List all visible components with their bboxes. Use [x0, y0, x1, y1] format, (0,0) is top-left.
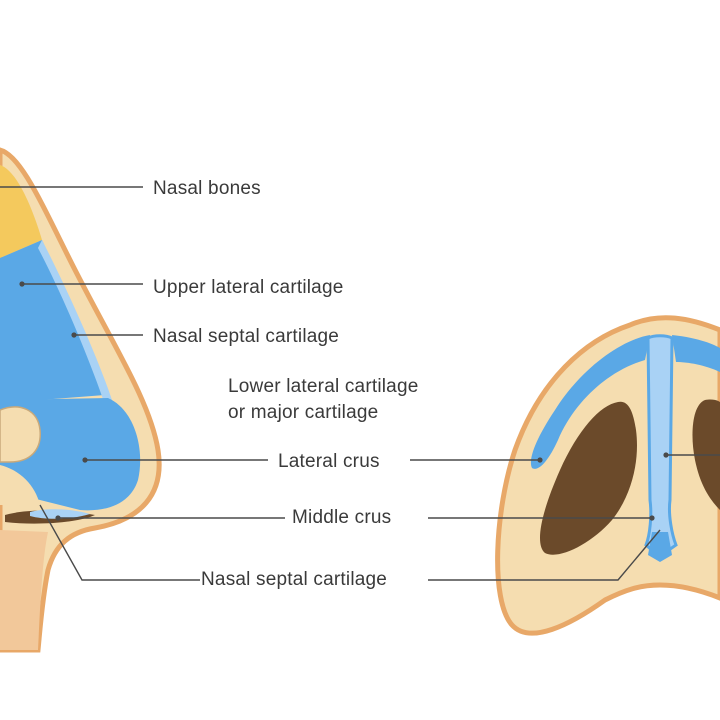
- base-view-nose: [495, 315, 720, 636]
- label-nasal-septal-cartilage-side: Nasal septal cartilage: [153, 326, 339, 347]
- base-left-nostril: [540, 401, 637, 555]
- base-left-lateral-crus: [530, 335, 650, 469]
- label-nasal-septal-cartilage-bottom: Nasal septal cartilage: [201, 569, 387, 590]
- side-ala-lobe: [0, 406, 41, 463]
- dot-middle-crus-left: [55, 515, 61, 521]
- dot-lateral-crus-right: [537, 457, 543, 463]
- dot-medial-right: [663, 452, 669, 458]
- dot-septal-side: [71, 332, 77, 338]
- dot-upper-lateral: [19, 281, 25, 287]
- base-medial-crura: [644, 334, 678, 554]
- label-nasal-bones: Nasal bones: [153, 178, 261, 199]
- side-septal-strip: [38, 240, 112, 402]
- leader-septal-bottom-left: [39, 504, 200, 581]
- dot-middle-crus-right: [649, 515, 655, 521]
- label-upper-lateral-cartilage: Upper lateral cartilage: [153, 277, 343, 298]
- label-lower-lateral-cartilage: Lower lateral cartilage: [228, 376, 418, 397]
- side-lip: [0, 530, 48, 650]
- side-ala-lower: [0, 465, 40, 505]
- dot-lateral-crus-left: [82, 457, 88, 463]
- leader-lines: [0, 186, 720, 581]
- leader-dots: [19, 281, 669, 521]
- side-nasal-bone: [0, 165, 42, 258]
- base-right-lateral-crus: [672, 335, 720, 372]
- side-middle-crus: [30, 509, 90, 519]
- side-upper-lateral-cartilage: [0, 240, 105, 400]
- leader-septal-bottom-right: [428, 529, 661, 581]
- label-major-cartilage: or major cartilage: [228, 402, 378, 423]
- label-lateral-crus: Lateral crus: [278, 451, 380, 472]
- labels: Nasal bones Upper lateral cartilage Nasa…: [153, 178, 418, 590]
- label-middle-crus: Middle crus: [292, 507, 391, 528]
- base-septal-tip: [648, 532, 672, 562]
- side-view-nose: [0, 147, 162, 653]
